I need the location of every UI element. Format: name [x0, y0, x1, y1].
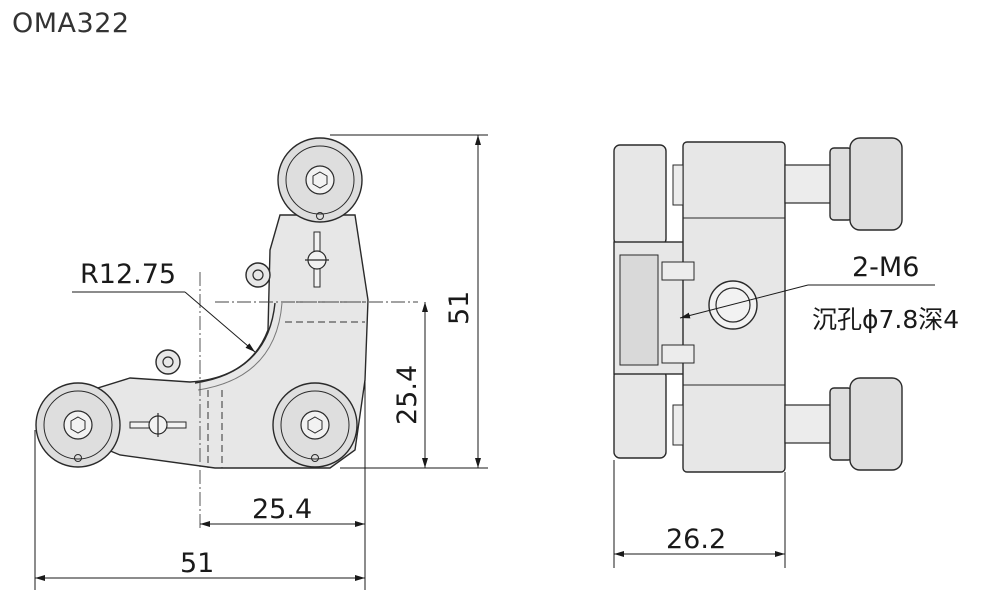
inner-radius-arc	[194, 302, 276, 384]
counterbore-label: 沉孔ϕ7.8深4	[812, 305, 959, 334]
dim-width-label: 51	[180, 548, 214, 579]
dim-depth-label: 26.2	[666, 524, 726, 555]
boss-lower	[155, 349, 181, 375]
dim-half-width-label: 25.4	[252, 494, 312, 525]
lock-screw-lower	[129, 413, 187, 437]
hex-socket-icon	[312, 171, 328, 189]
side-knob-top	[829, 147, 853, 221]
dim-half-height-label: 25.4	[392, 365, 423, 425]
side-knob-bottom	[829, 387, 853, 461]
model-title: OMA322	[12, 8, 130, 39]
front-view: R12.75 51 25.4 25.4 51	[34, 134, 488, 590]
radius-label: R12.75	[80, 259, 176, 290]
thread-label: 2-M6	[852, 252, 919, 283]
boss-upper	[245, 262, 271, 288]
side-plate-left	[613, 144, 667, 246]
lock-screw-upper	[305, 231, 329, 288]
dim-height-label: 51	[444, 291, 475, 325]
side-view: 2-M6 沉孔ϕ7.8深4 26.2	[613, 137, 959, 568]
